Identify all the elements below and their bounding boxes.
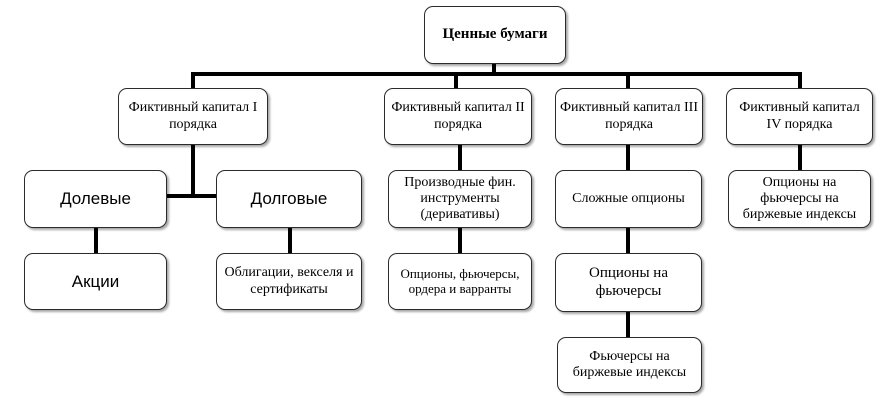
options-on-futures-box: Опционы на фьючерсы (555, 253, 702, 312)
shares-box: Акции (24, 253, 167, 310)
debt-box: Долговые (216, 170, 362, 228)
level-1-box: Фиктивный капитал I порядка (118, 88, 268, 145)
derivatives-box: Производные фин. инструменты (деривативы… (388, 170, 532, 228)
level-3-box: Фиктивный капитал III порядка (555, 88, 703, 145)
complex-options-box: Сложные опционы (555, 170, 702, 228)
derivative-types-box: Опционы, фьючерсы, ордера и варранты (388, 253, 532, 310)
level-4-box: Фиктивный капитал IV порядка (726, 88, 873, 145)
level-2-box: Фиктивный капитал II порядка (384, 88, 532, 145)
options-on-index-futures-box: Опционы на фьючерсы на биржевые индексы (728, 170, 871, 228)
root-securities: Ценные бумаги (424, 6, 566, 64)
bonds-box: Облигации, векселя и сертификаты (216, 253, 362, 310)
index-futures-box: Фьючерсы на биржевые индексы (557, 337, 702, 393)
equity-box: Долевые (24, 170, 167, 228)
